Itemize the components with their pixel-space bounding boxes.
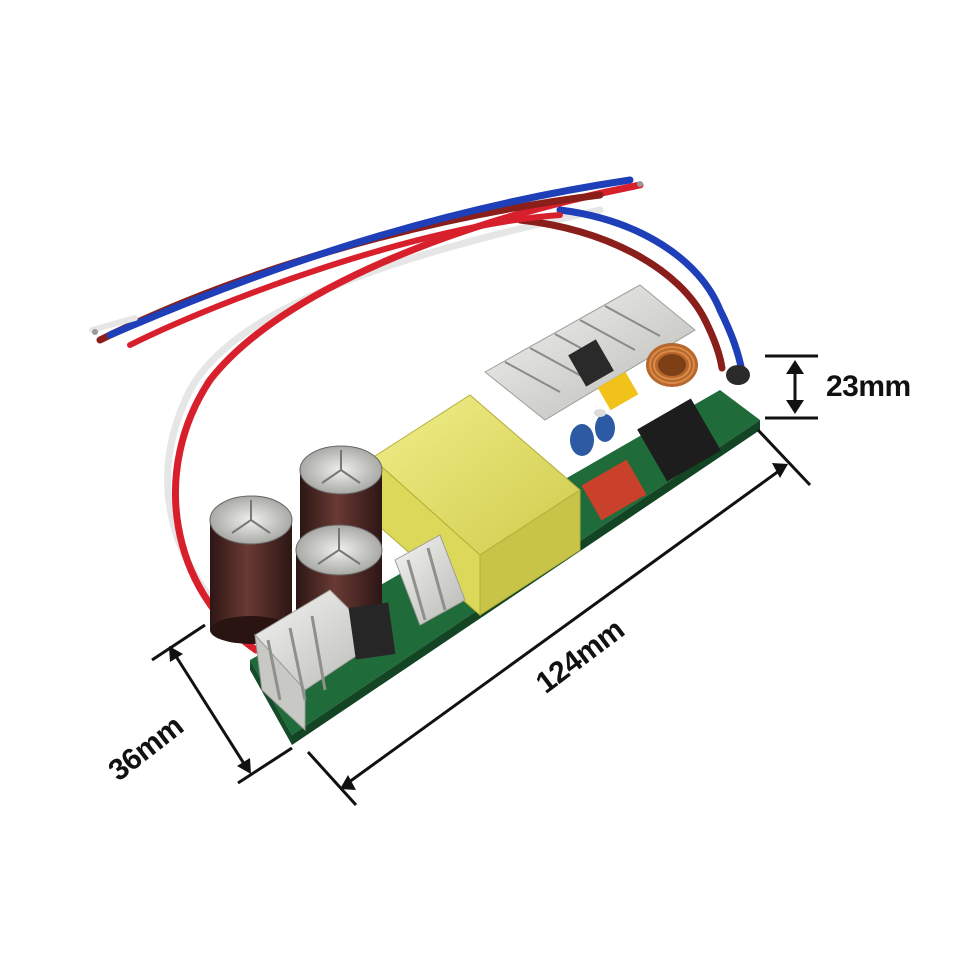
capacitor-left [209,495,293,644]
small-components [570,365,750,521]
heatsink-front [254,534,466,732]
wire-bundle [89,176,746,654]
heatsink-rear [484,284,696,421]
wire-brown-right [516,216,726,372]
wire-red-loop [127,212,563,348]
wire-blue-left [106,176,634,339]
wire-white-tip [89,315,138,333]
dimension-lines [151,354,818,807]
wire-blue-right [556,206,746,376]
choke-coil [646,343,698,387]
height-dimension [765,354,818,420]
length-dimension [306,428,812,807]
width-dimension [151,623,293,785]
height-label: 23mm [826,370,911,403]
